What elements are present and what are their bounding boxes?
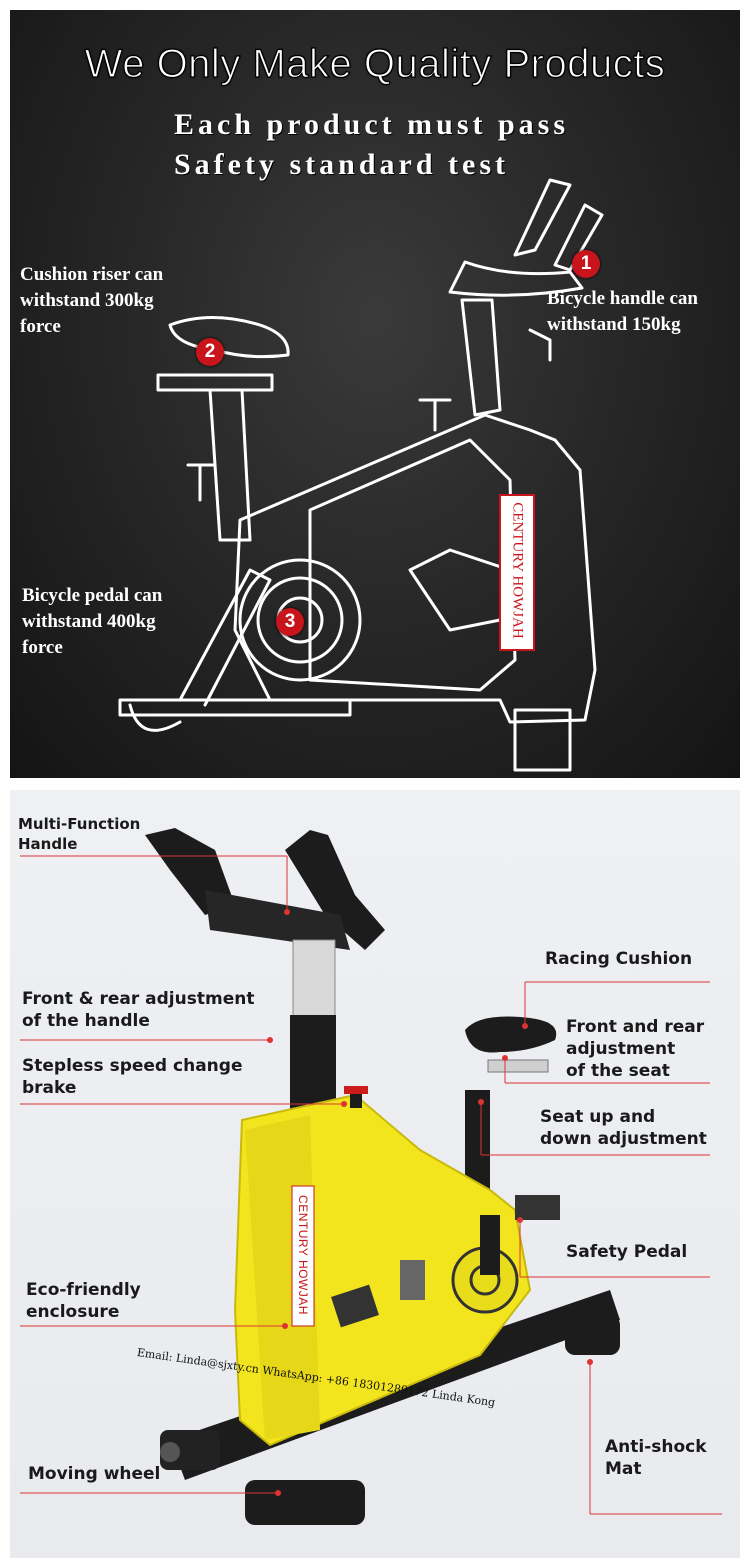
bike-photo [20,828,722,1525]
brand-strip [291,1185,315,1327]
subline-2: Safety standard test [174,148,509,181]
headline: We Only Make Quality Products [84,41,666,86]
sketch-seat [168,316,290,359]
badge-1: 1 [572,250,600,278]
subline-1: Each product must pass [174,108,570,141]
sketch-seat-post [208,388,252,542]
label-wheel: Moving wheel [28,1464,161,1484]
bike-seat [465,1016,557,1053]
sketch-flywheel [238,558,362,682]
sketch-brand: CENTURY HOWJAH [509,502,526,639]
sketch-handle-right [553,203,604,272]
sketch-seat-rail [156,373,274,392]
sketch-frame [233,413,597,724]
sketch-base [118,698,352,717]
bike-pedal [515,1195,560,1220]
label-cushion: Racing Cushion [545,949,693,969]
badge-2: 2 [196,338,224,366]
front-wheel [160,1442,180,1462]
bike-sketch [118,178,604,772]
label-pedal: Safety Pedal [566,1242,688,1262]
sketch-handle-bar [448,260,584,297]
sketch-stem [460,298,502,417]
bike-brand: CENTURY HOWJAH [296,1195,310,1315]
quality-panel: We Only Make Quality Products Each produ… [10,10,740,778]
bike-stem-chrome [292,939,336,1021]
badge-3: 3 [276,608,304,636]
sketch-handle-left [513,178,572,257]
bike-handle-right [285,830,385,950]
